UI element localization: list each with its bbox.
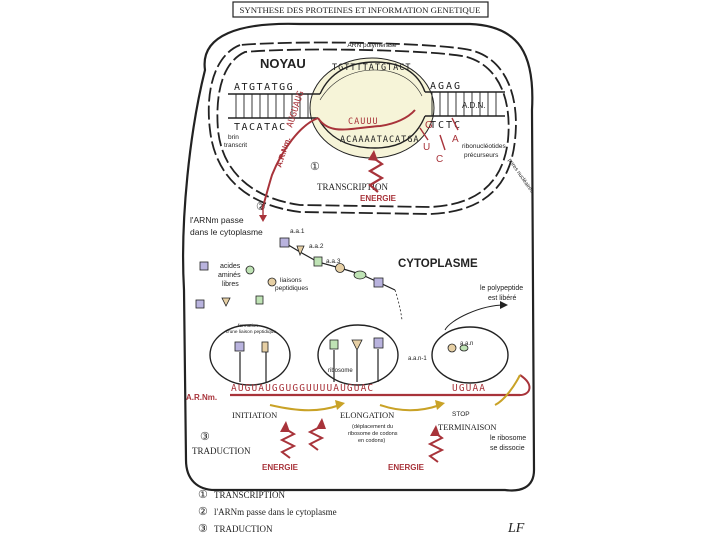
title: SYNTHESE DES PROTEINES ET INFORMATION GE… bbox=[239, 5, 480, 15]
ribosome-3 bbox=[431, 326, 509, 384]
dna-bottom-left: TACATAC bbox=[234, 122, 287, 133]
dna-top-mid: TGTTTTATGTACT bbox=[332, 63, 412, 73]
legend-1-text: TRANSCRIPTION bbox=[214, 490, 286, 500]
adn-label: A.D.N. bbox=[462, 101, 486, 110]
elongation-note-3: en codons) bbox=[358, 438, 385, 444]
title-box: SYNTHESE DES PROTEINES ET INFORMATION GE… bbox=[232, 1, 489, 18]
arnm-label-nucleus: A.R.Nm. bbox=[274, 136, 292, 168]
step2-text-1: l'ARNm passe bbox=[190, 215, 244, 225]
dna-top-right: AGAG bbox=[430, 81, 462, 92]
acides-3: libres bbox=[222, 281, 239, 288]
dna bbox=[228, 61, 505, 149]
mrna-seq: AUGUAUGGUGGUUUUAUGUAC bbox=[231, 383, 374, 394]
elongation-note-1: (déplacement du bbox=[352, 424, 393, 430]
step2-text-2: dans le cytoplasme bbox=[190, 227, 263, 237]
nt-a: A bbox=[452, 134, 459, 145]
brin-transcrit-1: brin bbox=[228, 134, 239, 141]
legend: ① TRANSCRIPTION ② l'ARNm passe dans le c… bbox=[198, 489, 337, 535]
mrna-end: UGUAA bbox=[452, 383, 486, 394]
energy-arrowhead-nucleus bbox=[368, 150, 378, 161]
step1-number: ① bbox=[310, 161, 320, 173]
formation-1: formation bbox=[238, 323, 258, 329]
elongation-arrows bbox=[269, 374, 521, 412]
aa3-label: a.a.3 bbox=[326, 258, 341, 265]
ribonucleotides-1: ribonucléotides bbox=[462, 143, 506, 150]
arn-polymerase-label: ARN polymérase bbox=[347, 42, 397, 49]
nt-u: U bbox=[423, 142, 430, 153]
liaisons-2: peptidiques bbox=[275, 285, 309, 292]
polypeptide-arrowhead bbox=[500, 301, 508, 309]
polypeptide-1: le polypeptide bbox=[480, 285, 523, 292]
free-amino-acids bbox=[195, 261, 277, 309]
elongation-arrowheads bbox=[335, 400, 445, 410]
legend-2-num: ② bbox=[198, 506, 208, 518]
cytoplasm-label: CYTOPLASME bbox=[398, 258, 478, 270]
terminaison-label: TERMINAISON bbox=[438, 422, 497, 432]
elongation-note-2: ribosome de codons bbox=[348, 431, 398, 437]
amino-acid-chain bbox=[279, 237, 403, 321]
ribonucleotides-2: précurseurs bbox=[464, 152, 499, 159]
step2-number: ② bbox=[256, 201, 266, 213]
legend-3-text: TRADUCTION bbox=[214, 524, 273, 534]
free-ribonucleotides: U C A G bbox=[419, 117, 459, 165]
initiation-label: INITIATION bbox=[232, 410, 277, 420]
arnm-seq: AUGUAUG bbox=[285, 90, 306, 129]
legend-1-num: ① bbox=[198, 489, 208, 501]
aa2-label: a.a.2 bbox=[309, 243, 324, 250]
energy-zigzag-nucleus bbox=[367, 156, 385, 193]
nucleus-label: NOYAU bbox=[260, 56, 306, 71]
energie-nucleus: ENERGIE bbox=[360, 194, 397, 203]
ribosome-2 bbox=[317, 324, 399, 386]
nt-g: G bbox=[425, 120, 433, 131]
aa1-label: a.a.1 bbox=[290, 228, 305, 235]
nascent-rna-seq: CAUUU bbox=[348, 117, 379, 127]
mrna-cytoplasm: AUGUAUGGUGGUUUUAUGUAC UGUAA A.R.Nm. STOP bbox=[186, 374, 531, 418]
aan1-label: a.a.n-1 bbox=[408, 356, 427, 362]
ribosome-label: ribosome bbox=[328, 368, 353, 374]
polypeptide-arrow bbox=[444, 304, 506, 331]
energy-zigzags-cyto bbox=[279, 425, 445, 463]
nuclear-envelope bbox=[207, 41, 517, 215]
aan-label: a.a.n bbox=[460, 341, 473, 347]
nt-c: C bbox=[436, 154, 443, 165]
liaisons-1: liaisons bbox=[280, 277, 302, 284]
cell-membrane bbox=[182, 22, 536, 492]
energie-cyto-1: ENERGIE bbox=[262, 463, 299, 472]
acides-1: acides bbox=[220, 263, 241, 270]
step2-arrowhead bbox=[259, 215, 267, 222]
ribosomes bbox=[209, 324, 509, 386]
dna-rungs bbox=[235, 92, 497, 118]
nascent-rna: CAUUU bbox=[317, 109, 416, 131]
dna-top-left: ATGTATGG bbox=[234, 82, 294, 93]
ribosome-dissocie-1: le ribosome bbox=[490, 435, 526, 442]
polypeptide-2: est libéré bbox=[488, 295, 517, 302]
energie-cyto-2: ENERGIE bbox=[388, 463, 425, 472]
legend-2-text: l'ARNm passe dans le cytoplasme bbox=[214, 507, 337, 517]
transcription-label: TRANSCRIPTION bbox=[317, 182, 389, 192]
stop-label: STOP bbox=[452, 411, 470, 418]
dna-bottom-right: TCTC bbox=[430, 120, 462, 131]
ribosome-1 bbox=[209, 324, 291, 386]
energy-arrowheads-cyto bbox=[280, 418, 440, 436]
ribosome-dissocie-2: se dissocie bbox=[490, 445, 525, 452]
step3-number: ③ bbox=[200, 431, 210, 443]
legend-3-num: ③ bbox=[198, 523, 208, 535]
pores-label: pores nucléaires bbox=[506, 158, 534, 195]
elongation-label: ELONGATION bbox=[340, 410, 394, 420]
acides-2: aminés bbox=[218, 272, 241, 279]
formation-2: d'une liaison peptidique bbox=[226, 329, 276, 335]
signature: LF bbox=[507, 521, 525, 536]
traduction-label: TRADUCTION bbox=[192, 446, 251, 456]
ribosome-contents bbox=[234, 337, 469, 382]
brin-transcrit-2: transcrit bbox=[224, 142, 247, 149]
dna-bottom-mid: ACAAAATACATGA bbox=[340, 135, 420, 145]
arnm-label-cyto: A.R.Nm. bbox=[186, 393, 217, 402]
